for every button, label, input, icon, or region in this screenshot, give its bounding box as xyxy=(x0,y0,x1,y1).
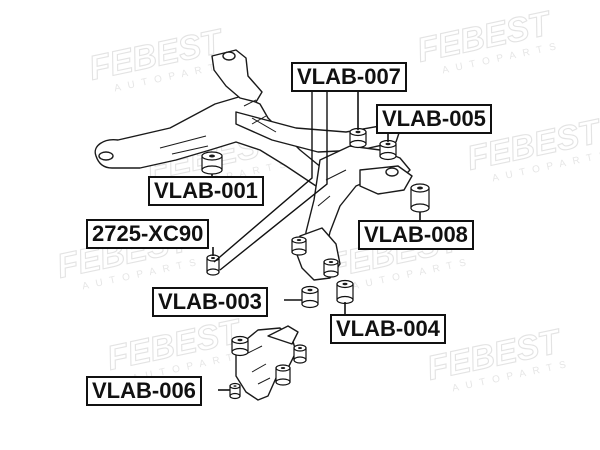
knuckle-arm xyxy=(267,325,299,345)
leader-vlab-007-b xyxy=(219,88,328,271)
bushing-lower-arm xyxy=(323,258,339,278)
bushing-knuckle-right xyxy=(293,344,307,364)
bushing-subframe xyxy=(291,236,307,256)
bushing-knuckle-mid xyxy=(275,364,291,386)
subframe-detail xyxy=(317,169,347,207)
label-2725-xc90[interactable]: 2725-XC90 xyxy=(86,219,210,249)
leader-lines xyxy=(211,88,421,391)
leader-vlab-007-a xyxy=(213,88,313,263)
bushing-vlab-001 xyxy=(201,151,223,175)
mount-hole xyxy=(222,51,236,61)
subframe-right-bracket xyxy=(359,165,413,195)
bushing-vlab-007 xyxy=(349,127,367,149)
bushing-xc90 xyxy=(206,254,220,276)
label-vlab-005[interactable]: VLAB-005 xyxy=(376,104,492,134)
bushing-vlab-004 xyxy=(336,279,354,305)
bushing-vlab-008 xyxy=(410,183,430,213)
label-vlab-001[interactable]: VLAB-001 xyxy=(148,176,264,206)
bushing-vlab-003 xyxy=(301,285,319,309)
label-vlab-007[interactable]: VLAB-007 xyxy=(291,62,407,92)
bushing-knuckle-left xyxy=(231,335,249,357)
label-vlab-006[interactable]: VLAB-006 xyxy=(86,376,202,406)
bushing-vlab-006 xyxy=(229,382,241,400)
mount-hole xyxy=(98,151,114,161)
label-vlab-008[interactable]: VLAB-008 xyxy=(358,220,474,250)
knuckle-detail xyxy=(245,345,271,385)
subframe-top-bracket xyxy=(211,49,263,103)
label-vlab-003[interactable]: VLAB-003 xyxy=(152,287,268,317)
bushing-vlab-005 xyxy=(379,139,397,161)
subframe-detail xyxy=(243,99,267,125)
subframe-detail xyxy=(159,117,277,155)
label-vlab-004[interactable]: VLAB-004 xyxy=(330,314,446,344)
mount-hole xyxy=(385,167,399,177)
